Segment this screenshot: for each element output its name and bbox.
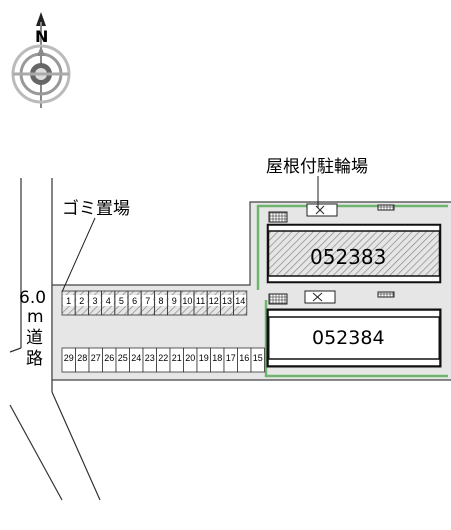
north-label: N xyxy=(35,27,48,46)
bottom-slot-number: 25 xyxy=(118,353,128,363)
bottom-slot-number: 27 xyxy=(91,353,101,363)
top-slot-label-bg xyxy=(89,295,101,306)
top-slot-number: 13 xyxy=(222,296,232,306)
bottom-slot-label-bg xyxy=(238,352,250,363)
bottom-slot-label-bg xyxy=(144,352,156,363)
road-word-1: 道 xyxy=(26,328,43,348)
top-slot-label-bg xyxy=(115,295,127,306)
top-slot-number: 7 xyxy=(145,296,150,306)
bottom-slot-number: 24 xyxy=(131,353,141,363)
bottom-slot-label-bg xyxy=(171,352,183,363)
bottom-slot-number: 28 xyxy=(77,353,87,363)
bottom-slot-number: 23 xyxy=(145,353,155,363)
top-slot-label-bg xyxy=(168,295,180,306)
bottom-slot-label-bg xyxy=(198,352,210,363)
top-slot-number: 10 xyxy=(182,296,192,306)
leader-lines xyxy=(61,176,319,293)
top-slot-number: 14 xyxy=(235,296,245,306)
bottom-slot-label-bg xyxy=(90,352,102,363)
road-word-2: 路 xyxy=(26,349,43,369)
top-slot-label-bg xyxy=(142,295,154,306)
bottom-slot-label-bg xyxy=(76,352,88,363)
bottom-slot-label-bg xyxy=(63,352,75,363)
top-slot-label-bg xyxy=(221,295,233,306)
bottom-slot-number: 20 xyxy=(185,353,195,363)
covered-parking-label: 屋根付駐輪場 xyxy=(266,157,368,177)
bottom-slot-number: 26 xyxy=(104,353,114,363)
bottom-slot-label-bg xyxy=(157,352,169,363)
top-slot-number: 2 xyxy=(79,296,84,306)
top-slot-number: 12 xyxy=(209,296,219,306)
building-id-052384: 052384 xyxy=(312,327,385,349)
covered-bike-parking xyxy=(268,203,395,305)
bottom-slot-label-bg xyxy=(103,352,115,363)
top-slot-number: 11 xyxy=(196,296,205,306)
top-slot-number: 9 xyxy=(172,296,177,306)
bottom-slot-number: 15 xyxy=(253,353,263,363)
top-slot-label-bg xyxy=(195,295,207,306)
building-id-052383: 052383 xyxy=(310,245,386,269)
bottom-slot-label-bg xyxy=(184,352,196,363)
top-slot-number: 5 xyxy=(119,296,124,306)
top-slot-label-bg xyxy=(208,295,220,306)
top-slot-number: 1 xyxy=(66,296,71,306)
bottom-slot-label-bg xyxy=(130,352,142,363)
top-slot-label-bg xyxy=(63,295,75,306)
building-052383 xyxy=(266,223,442,284)
top-slot-number: 6 xyxy=(132,296,137,306)
bottom-slot-label-bg xyxy=(211,352,223,363)
bottom-slot-number: 17 xyxy=(226,353,236,363)
top-slot-label-bg xyxy=(76,295,88,306)
top-slot-label-bg xyxy=(234,295,246,306)
garbage-area-label: ゴミ置場 xyxy=(62,198,130,219)
top-slot-label-bg xyxy=(155,295,167,306)
top-slot-label-bg xyxy=(181,295,193,306)
top-slot-number: 8 xyxy=(158,296,163,306)
bottom-slot-label-bg xyxy=(117,352,129,363)
bottom-slot-label-bg xyxy=(225,352,237,363)
bottom-slot-number: 21 xyxy=(172,353,182,363)
top-slot-number: 3 xyxy=(92,296,97,306)
top-slot-label-bg xyxy=(129,295,141,306)
building-052384 xyxy=(266,308,442,368)
bottom-slot-number: 22 xyxy=(158,353,168,363)
top-slot-label-bg xyxy=(102,295,114,306)
road-unit-label: m xyxy=(27,307,44,327)
bottom-slot-number: 19 xyxy=(199,353,209,363)
bottom-slot-number: 16 xyxy=(239,353,249,363)
bottom-slot-number: 29 xyxy=(64,353,74,363)
bottom-slot-label-bg xyxy=(252,352,264,363)
road-width-label: 6.0 xyxy=(19,288,46,308)
bottom-slot-number: 18 xyxy=(212,353,222,363)
top-slot-number: 4 xyxy=(106,296,111,306)
compass-rose-icon xyxy=(11,12,71,108)
